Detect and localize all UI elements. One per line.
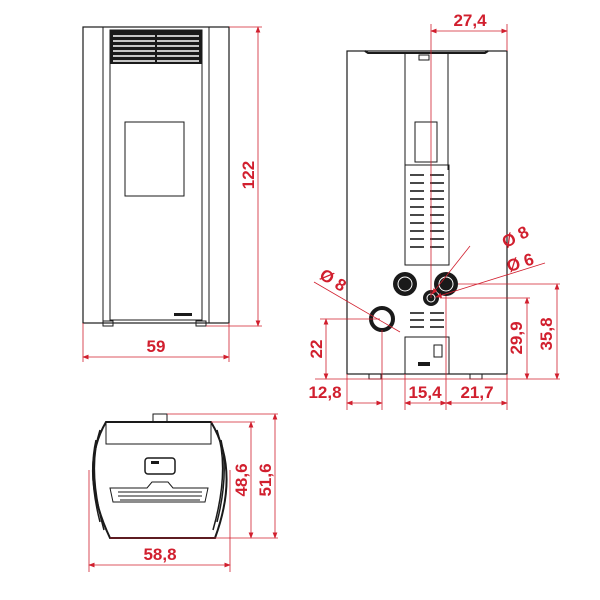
side-outlet-diameter-dim: Ø 8 xyxy=(316,265,349,296)
left-offset-dim: 12,8 xyxy=(308,383,341,402)
center-offset-dim: 15,4 xyxy=(408,383,442,402)
top-grille xyxy=(110,30,202,64)
top-depth-total-dim: 51,6 xyxy=(256,463,275,496)
door-window xyxy=(124,121,185,197)
top-width-dim: 58,8 xyxy=(143,545,176,564)
front-view: 122 59 xyxy=(82,26,262,362)
inlet-height-dim: 29,9 xyxy=(507,321,526,354)
rear-top-offset-dim: 27,4 xyxy=(453,11,487,30)
control-panel xyxy=(144,457,176,475)
flue-outlet-right xyxy=(434,272,458,296)
side-outlet-height-dim: 22 xyxy=(307,340,326,359)
air-inlet-diameter-dim: Ø 6 xyxy=(504,249,536,276)
top-view: 48,6 51,6 58,8 xyxy=(88,413,278,572)
flue-diameter-dim: Ø 8 xyxy=(499,222,532,252)
rear-view: 27,4 Ø 8 Ø 6 Ø 8 22 29,9 35,8 12,8 15,4 … xyxy=(307,11,560,410)
front-width-dim: 59 xyxy=(147,337,166,356)
rear-vent-upper xyxy=(404,164,450,266)
front-height-dim: 122 xyxy=(239,161,258,189)
right-offset-dim: 21,7 xyxy=(460,383,493,402)
flue-height-dim: 35,8 xyxy=(537,317,556,350)
top-depth-dim: 48,6 xyxy=(232,463,251,496)
flue-outlet-left xyxy=(393,272,417,296)
